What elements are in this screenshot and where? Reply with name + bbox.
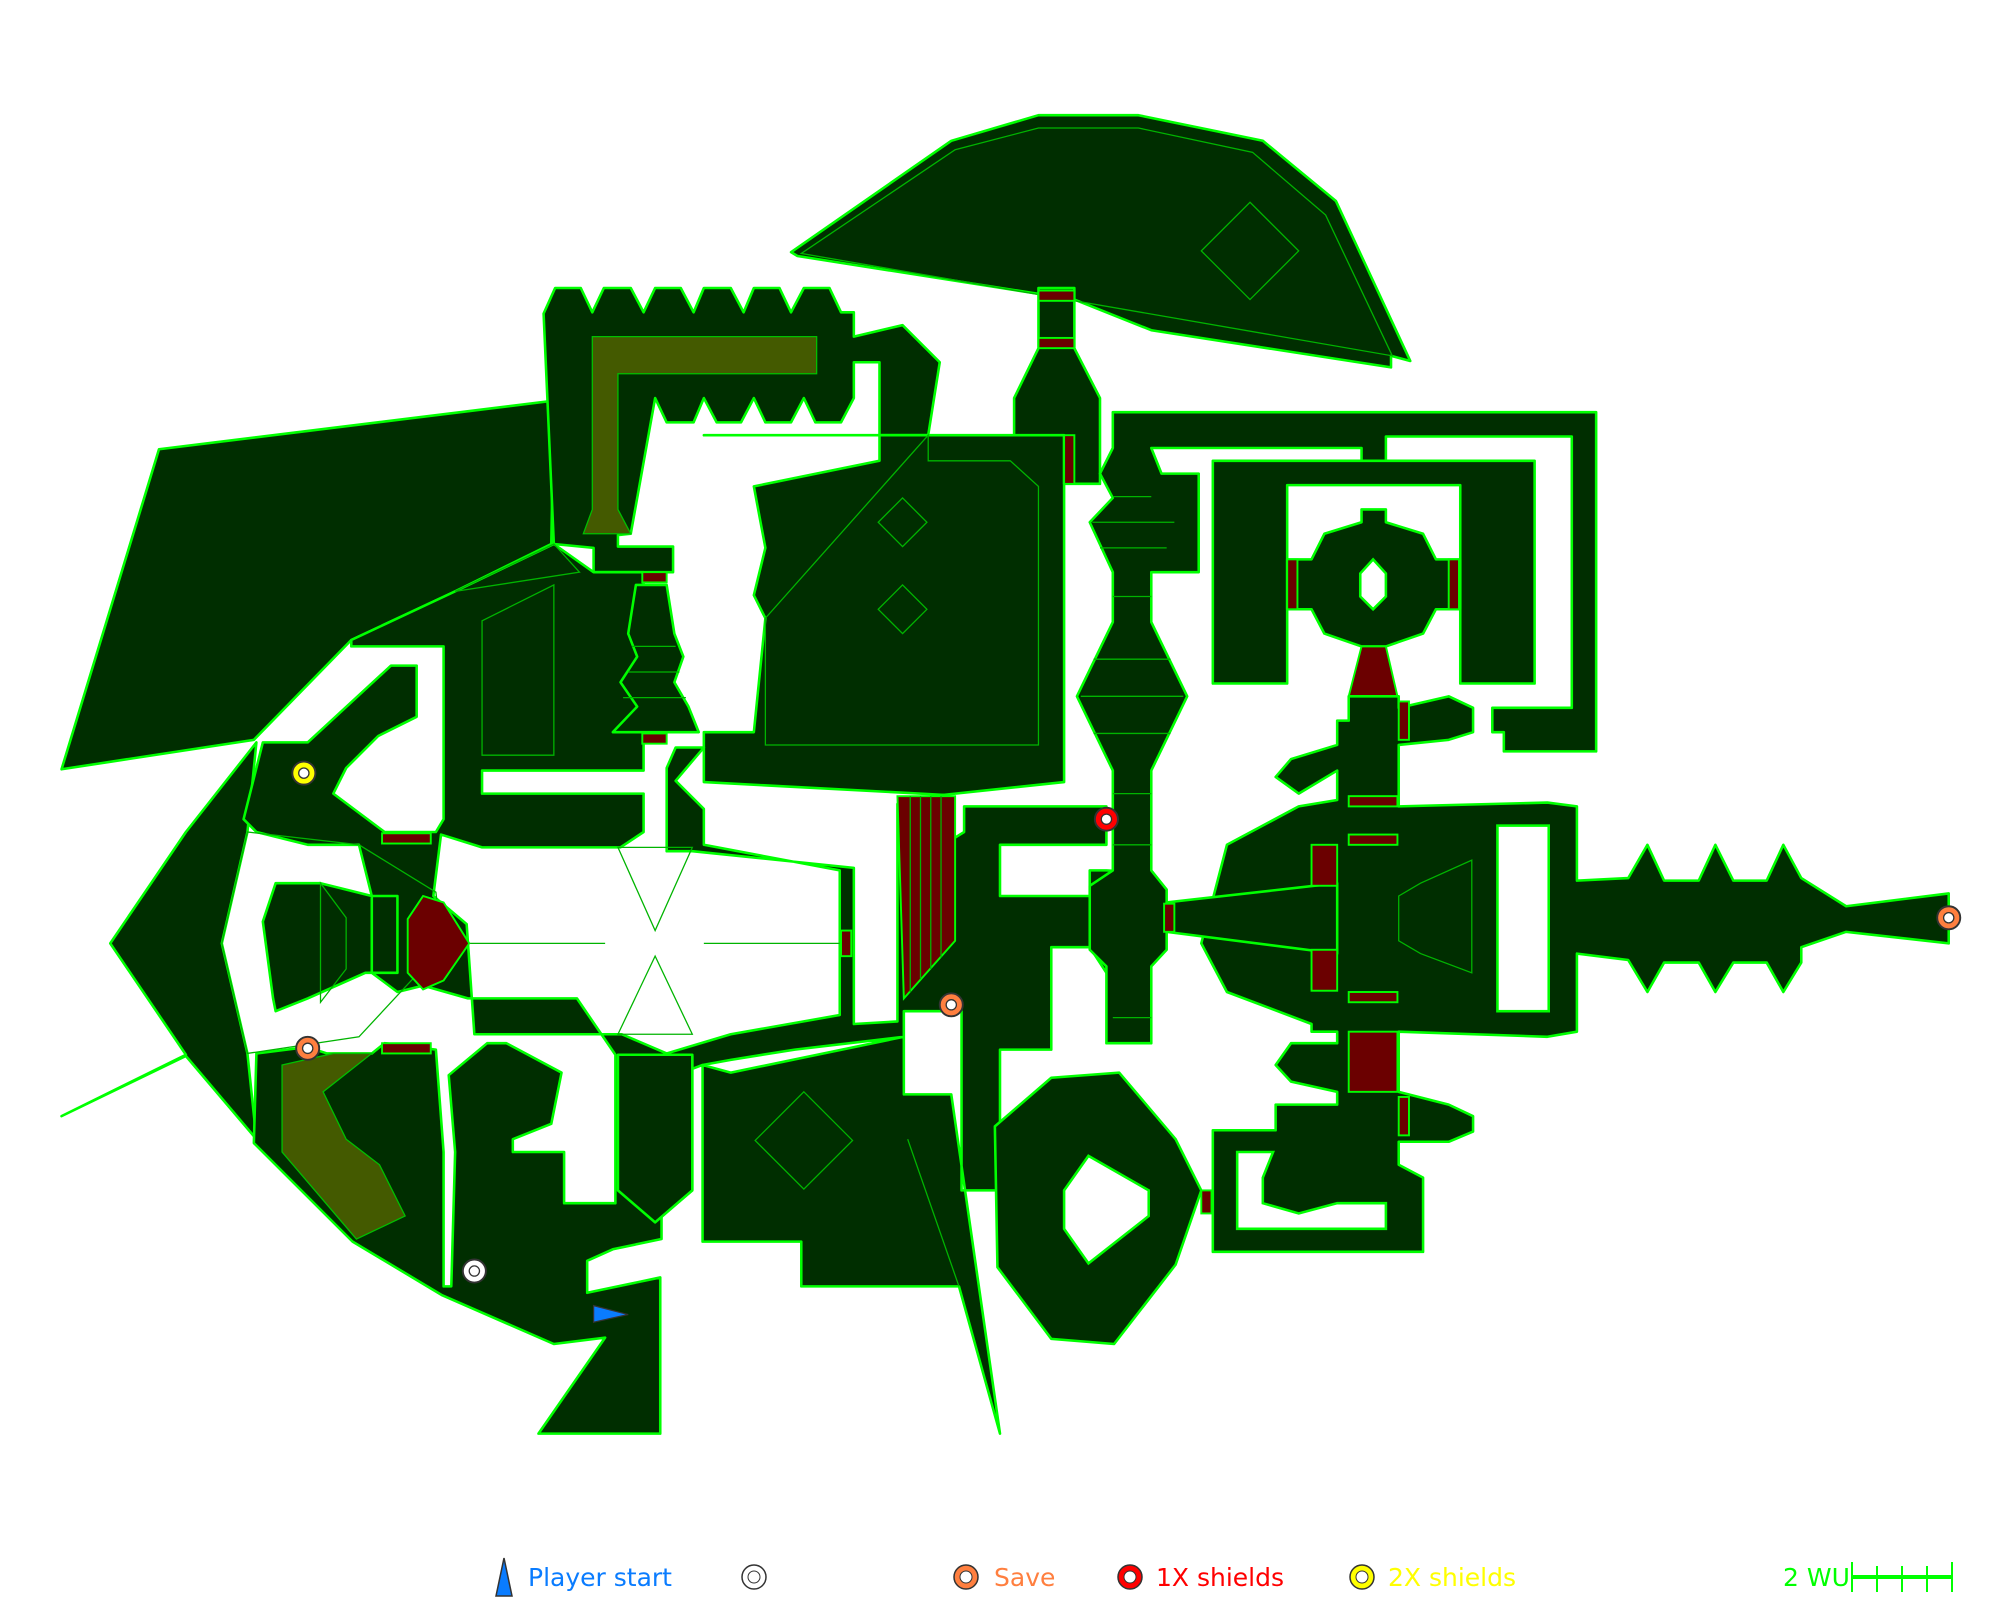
generic-marker[interactable] xyxy=(461,1258,487,1284)
outer-area-left-lower xyxy=(60,741,258,1141)
east-ring xyxy=(1211,459,1536,685)
legend-label: Save xyxy=(994,1562,1056,1592)
legend-label: 1X shields xyxy=(1156,1562,1285,1592)
legend-label: Player start xyxy=(528,1562,672,1592)
player-start-icon xyxy=(495,1557,513,1597)
legend-shield2x: 2X shields xyxy=(1348,1552,1516,1602)
save-marker[interactable] xyxy=(295,1035,321,1061)
save-marker-icon xyxy=(953,1564,979,1590)
shield2x-marker-icon xyxy=(1349,1564,1375,1590)
shield1x-marker-icon xyxy=(1117,1564,1143,1590)
scale-label: 2 WU xyxy=(1783,1562,1850,1592)
scale-ruler-icon xyxy=(1850,1562,1953,1592)
scale-bar: 2 WU xyxy=(1783,1552,1954,1602)
player-start-icon[interactable] xyxy=(592,1304,629,1324)
shield2x-marker[interactable] xyxy=(291,760,317,786)
map-polygons xyxy=(60,113,1951,1435)
legend-shield1x: 1X shields xyxy=(1116,1552,1284,1602)
map-markers xyxy=(291,760,1962,1324)
acid-channel xyxy=(281,1052,406,1240)
generic-marker-icon xyxy=(741,1564,767,1590)
legend-label: 2X shields xyxy=(1388,1562,1517,1592)
save-marker[interactable] xyxy=(938,992,964,1018)
legend-save: Save xyxy=(952,1552,1055,1602)
damage-wall xyxy=(406,894,471,991)
shield1x-marker[interactable] xyxy=(1093,806,1119,832)
acid-pool xyxy=(582,336,818,535)
legend-generic xyxy=(740,1552,768,1602)
save-marker[interactable] xyxy=(1936,905,1962,931)
legend-player-start: Player start xyxy=(492,1552,672,1602)
